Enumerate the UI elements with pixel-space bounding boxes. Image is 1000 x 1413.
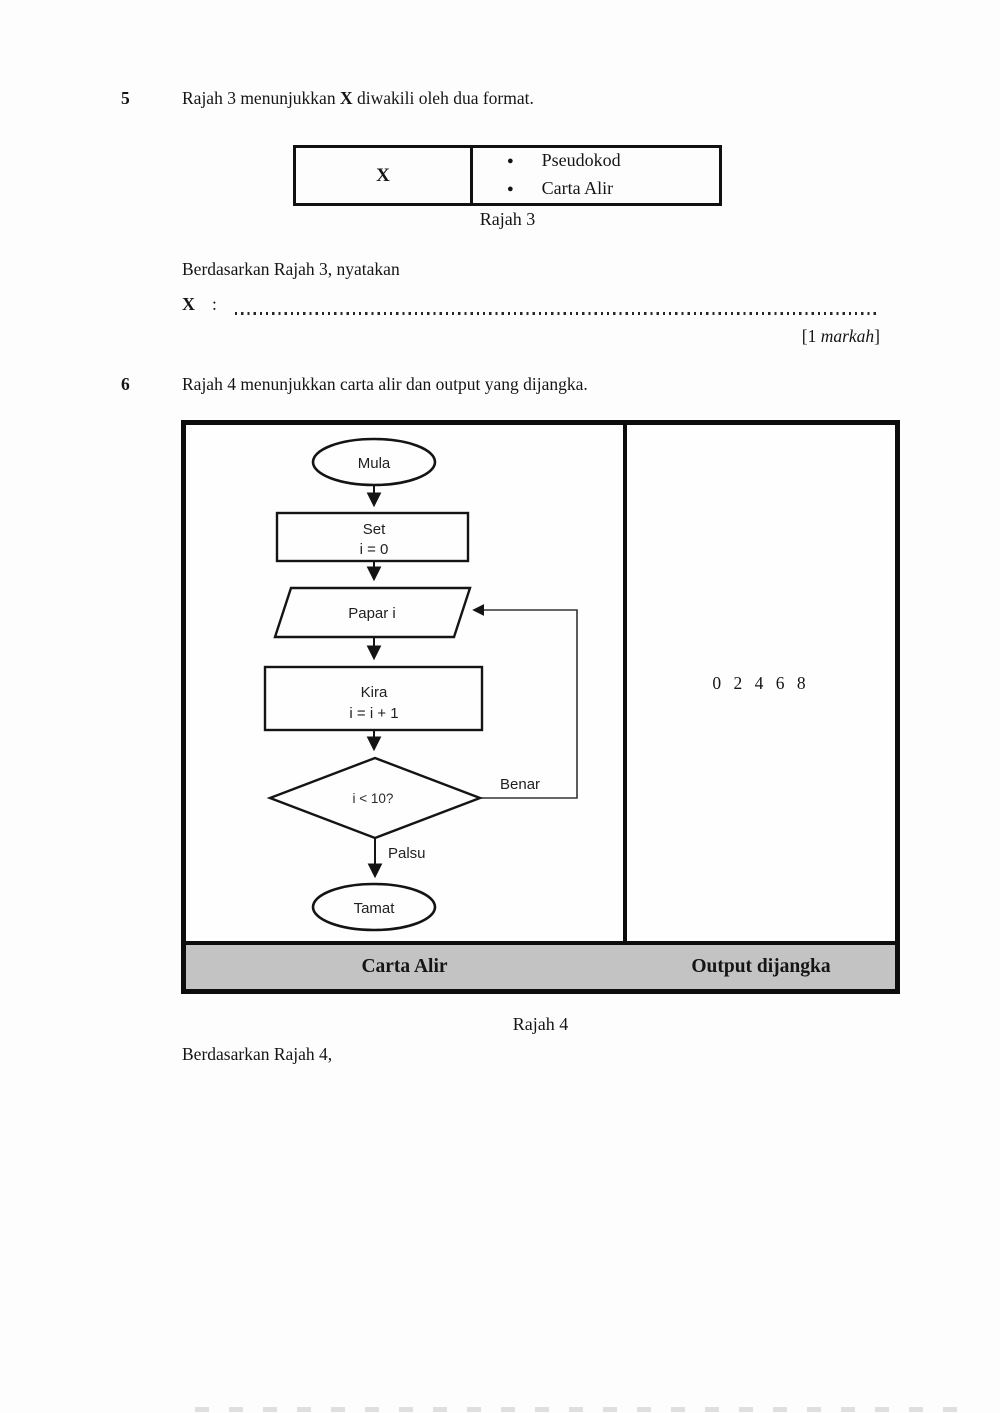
flow-kira-process (263, 665, 484, 732)
rajah4-caption: Rajah 4 (512, 1014, 569, 1034)
flow-start-terminator (311, 437, 437, 487)
flow-end-terminator (311, 882, 437, 932)
q5-text-before: Rajah 3 menunjukkan (182, 88, 340, 108)
marks-open: [1 (801, 326, 821, 346)
rajah3-caption: Rajah 3 (479, 209, 536, 229)
question-6-number: 6 (121, 374, 130, 394)
question-5-number: 5 (121, 88, 130, 108)
answer-line: X : (182, 293, 880, 315)
header-output-dijangka: Output dijangka (691, 956, 831, 977)
rajah3-cell-formats: ● Pseudokod ● Carta Alir (473, 148, 719, 203)
q5-text-after: diwakili oleh dua format. (352, 88, 534, 108)
question-5-text: Rajah 3 menunjukkan X diwakili oleh dua … (182, 88, 872, 109)
flow-decision-label: i < 10? (353, 791, 394, 806)
marks-close: ] (874, 326, 880, 346)
rajah3-item-label: Carta Alir (541, 177, 614, 198)
flow-set-label-1: Set (363, 521, 386, 538)
statement-rajah4: Berdasarkan Rajah 4, (182, 1044, 333, 1064)
flow-decision-diamond (266, 756, 484, 840)
expected-output-value: 0 2 4 6 8 (712, 672, 810, 693)
header-carta-alir: Carta Alir (361, 956, 448, 977)
scan-cutoff-artifact (195, 1407, 975, 1412)
rajah3-table: X ● Pseudokod ● Carta Alir (293, 145, 722, 206)
flow-kira-label-2: i = i + 1 (349, 705, 398, 722)
flow-io-parallelogram (273, 586, 472, 639)
question-6-text: Rajah 4 menunjukkan carta alir dan outpu… (182, 374, 588, 394)
flow-start-label: Mula (358, 455, 391, 472)
flow-kira-label-1: Kira (361, 684, 388, 701)
q5-variable-x: X (339, 88, 353, 108)
flow-set-process (275, 511, 470, 563)
flow-end-label: Tamat (354, 900, 396, 917)
flowchart-diagram: Mula Set i = 0 Papar i Kira i = i + 1 i … (263, 437, 578, 932)
rajah3-item-label: Pseudokod (541, 149, 621, 170)
flow-set-label-2: i = 0 (360, 541, 389, 558)
marks-label: [1 markah] (700, 326, 880, 347)
bullet-icon: ● (507, 154, 514, 167)
statement-rajah3: Berdasarkan Rajah 3, nyatakan (182, 259, 400, 279)
answer-label-x: X (182, 294, 195, 314)
flow-io-label: Papar i (348, 605, 396, 622)
bullet-icon: ● (507, 182, 514, 195)
figure-header-row: Carta Alir Output dijangka (186, 941, 895, 989)
flow-benar-label: Benar (500, 776, 540, 793)
answer-colon: : (212, 294, 217, 314)
rajah4-figure: Mula Set i = 0 Papar i Kira i = i + 1 i … (181, 420, 900, 994)
figure-column-divider (623, 425, 627, 989)
question-5-row: 5 Rajah 3 menunjukkan X diwakili oleh du… (121, 88, 881, 109)
rajah3-bullet-item: ● Pseudokod (507, 148, 719, 176)
rajah3-cell-x: X (296, 148, 473, 203)
answer-leader-dots (234, 295, 880, 315)
flow-palsu-label: Palsu (388, 845, 426, 862)
flow-loop-benar-line (472, 604, 578, 799)
rajah3-bullet-item: ● Carta Alir (507, 176, 719, 204)
marks-word: markah (820, 326, 875, 346)
question-6-row: 6 Rajah 4 menunjukkan carta alir dan out… (121, 374, 921, 395)
